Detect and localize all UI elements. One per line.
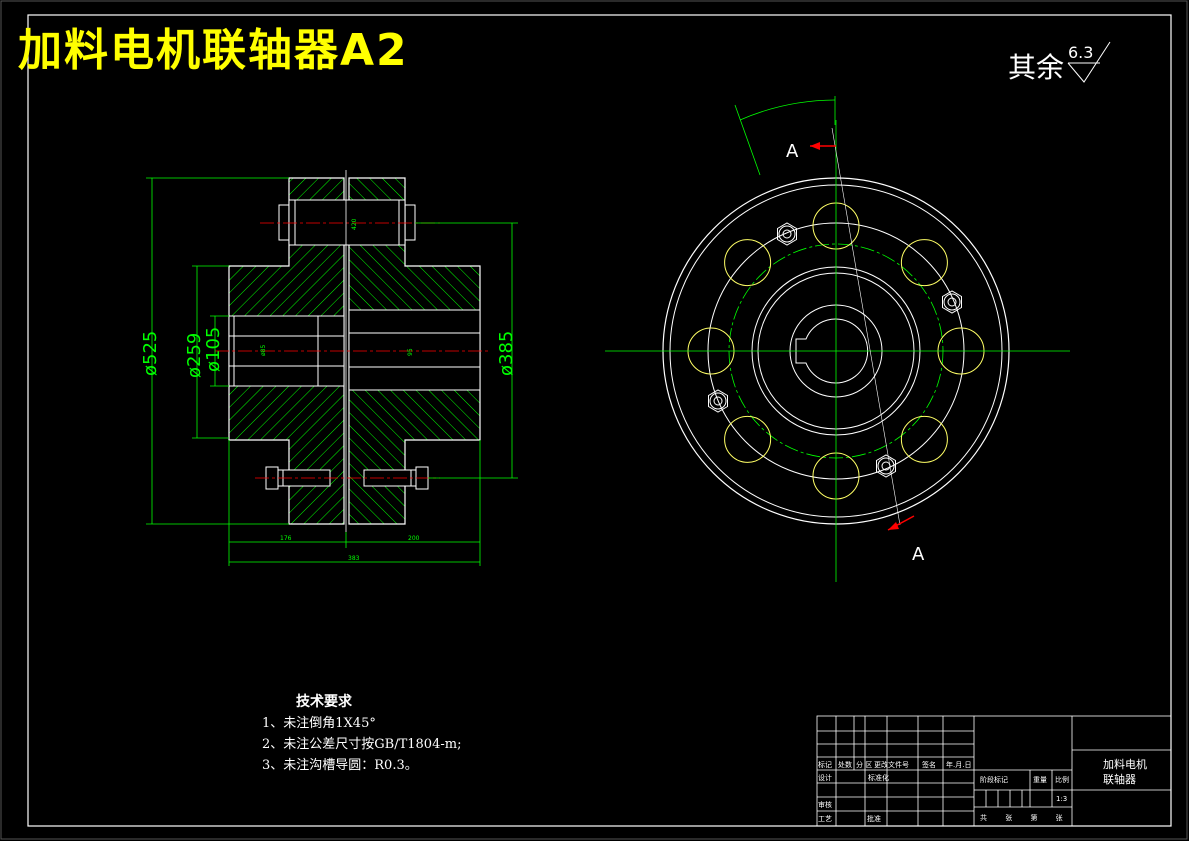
drawing-title: 加料电机联轴器A2 [18, 25, 409, 76]
bolt-hole [942, 290, 962, 314]
tb-part-name-line-2: 联轴器 [1103, 773, 1136, 786]
tb-review: 审核 [818, 801, 832, 809]
tb-design: 设计 [818, 774, 832, 782]
dim-dia-105: ø105 [203, 327, 224, 372]
section-mark-bottom: A [912, 544, 925, 565]
tb-sheets: 共 张 第 张 [980, 814, 1071, 822]
dim-dia-525: ø525 [140, 331, 161, 376]
dim-small-3: 95 [407, 348, 414, 356]
tech-req-item-1: 1、未注倒角1X45° [262, 716, 376, 731]
dim-len-total: 383 [348, 555, 360, 562]
roughness-label: 其余 [1008, 51, 1065, 84]
tb-zone: 分 区 [856, 761, 873, 769]
end-view: A A [605, 96, 1070, 582]
bolt-holes [708, 222, 962, 478]
tb-mark: 标记 [818, 761, 832, 769]
bolt-hole [777, 222, 797, 246]
tb-date: 年.月.日 [946, 761, 972, 769]
tb-standard: 标准化 [868, 774, 889, 782]
dim-len-right: 200 [408, 535, 420, 542]
section-mark-top: A [786, 141, 799, 162]
tb-doc-no: 更改文件号 [874, 761, 909, 769]
dim-len-left: 176 [280, 535, 292, 542]
tech-req-heading: 技术要求 [296, 694, 352, 710]
tech-req-item-3: 3、未注沟槽导圆：R0.3。 [262, 758, 418, 773]
dim-dia-259: ø259 [184, 333, 205, 378]
bolt-hole [708, 389, 728, 413]
title-block [816, 715, 1172, 827]
tb-part-name: 加料电机 联轴器 [1103, 757, 1147, 787]
dim-dia-385: ø385 [496, 331, 517, 376]
tb-stage-mark: 阶段标记 [980, 776, 1008, 784]
tech-req-item-2: 2、未注公差尺寸按GB/T1804-m; [262, 737, 462, 752]
tb-process: 工艺 [818, 815, 832, 823]
drawing-frame [27, 14, 1172, 827]
tb-approve: 批准 [867, 815, 881, 823]
roughness-symbol-icon [1067, 41, 1111, 83]
technical-requirements: 技术要求 1、未注倒角1X45° 2、未注公差尺寸按GB/T1804-m; 3、… [262, 692, 461, 776]
tb-scale: 比例 [1055, 776, 1069, 784]
pin-hole [724, 239, 772, 287]
tb-sign: 签名 [922, 761, 936, 769]
tb-count: 处数 [838, 761, 852, 769]
tb-weight: 重量 [1033, 776, 1047, 784]
roughness-value: 6.3 [1068, 43, 1093, 62]
dim-small-2: ø85 [260, 345, 267, 356]
tb-scale-value: 1:3 [1056, 795, 1068, 803]
pin-hole [900, 239, 948, 287]
pin-hole [724, 415, 772, 463]
pin-hole [900, 415, 948, 463]
dim-small-1: 420 [351, 218, 358, 230]
tb-part-name-line-1: 加料电机 [1103, 758, 1147, 771]
section-view: ø525 ø259 ø105 ø385 176 200 383 420 ø85 … [140, 170, 518, 566]
